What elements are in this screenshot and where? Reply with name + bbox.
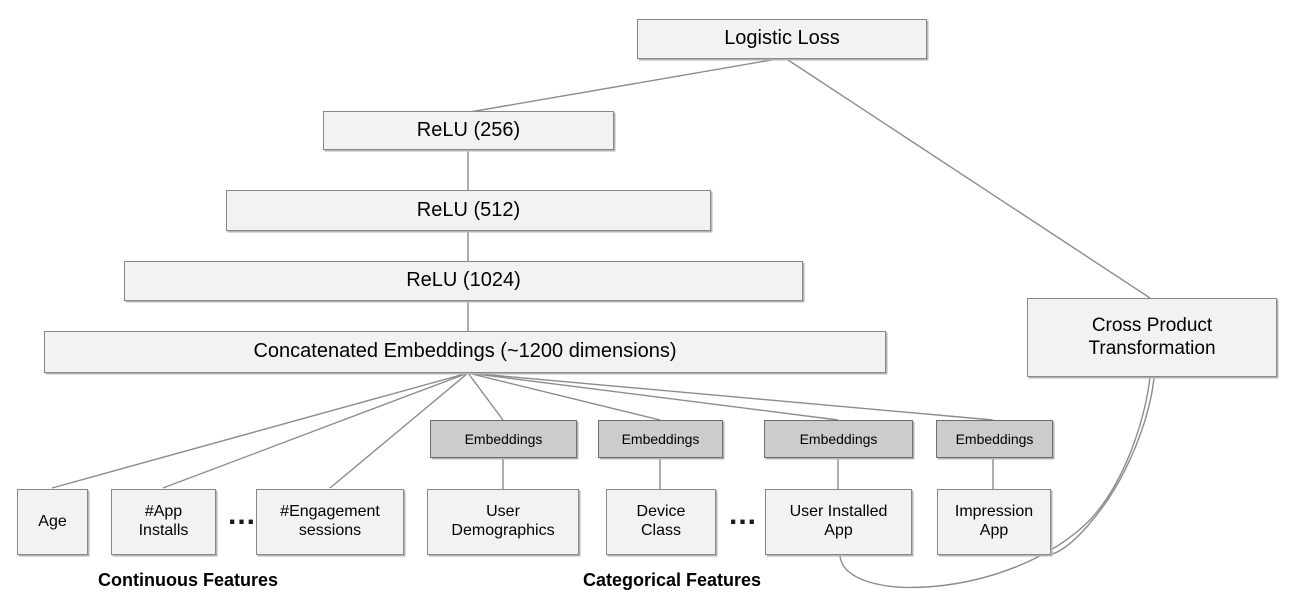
edge-concat-to-emb2: [467, 372, 661, 421]
cross-product-line-2: Transformation: [1088, 337, 1216, 359]
node-relu-1024-label: ReLU (1024): [406, 269, 521, 292]
feature-label-line-2: Class: [640, 522, 681, 539]
embedding-label: Embeddings: [621, 430, 700, 447]
edge-concat-to-appinstalls: [162, 372, 469, 489]
node-concatenated-embeddings[interactable]: Concatenated Embeddings (~1200 dimension…: [44, 331, 886, 373]
group-label-text: Continuous Features: [98, 570, 279, 590]
edge-concat-to-emb1: [467, 372, 504, 421]
group-label-categorical-features: Categorical Features: [583, 570, 761, 591]
edge-concat-to-emb3: [467, 372, 839, 421]
feature-label-line-1: #App: [144, 503, 183, 521]
feature-box-device-class[interactable]: Device Class: [606, 489, 716, 555]
edge-userinstalledapp-to-crossproduct: [839, 376, 1151, 589]
feature-box-user-demographics[interactable]: User Demographics: [427, 489, 579, 555]
feature-label-line-1: Device: [636, 503, 686, 521]
feature-box-app-installs[interactable]: #App Installs: [111, 489, 216, 555]
edge-loss-to-relu256: [469, 57, 784, 113]
edge-loss-to-crossproduct: [784, 57, 1151, 299]
embedding-box-user-installed-app[interactable]: Embeddings: [764, 420, 913, 458]
group-label-continuous-features: Continuous Features: [98, 570, 278, 591]
node-relu-1024[interactable]: ReLU (1024): [124, 261, 803, 301]
cross-product-line-1: Cross Product: [1091, 315, 1213, 337]
node-concatenated-embeddings-label: Concatenated Embeddings (~1200 dimension…: [253, 340, 677, 363]
node-cross-product-transformation[interactable]: Cross Product Transformation: [1027, 298, 1277, 377]
continuous-features-ellipsis: ...: [228, 500, 256, 530]
edge-impressionapp-to-crossproduct: [1047, 376, 1155, 556]
feature-box-impression-app[interactable]: Impression App: [937, 489, 1051, 555]
feature-label-line-2: Installs: [138, 522, 189, 539]
feature-label-line-2: App: [979, 522, 1009, 539]
feature-label-line-2: sessions: [298, 522, 362, 539]
node-relu-256-label: ReLU (256): [416, 118, 521, 141]
embedding-box-impression-app[interactable]: Embeddings: [936, 420, 1053, 458]
embedding-label: Embeddings: [955, 430, 1034, 447]
node-relu-256[interactable]: ReLU (256): [323, 111, 614, 150]
ellipsis-glyph: ...: [228, 498, 257, 531]
ellipsis-glyph: ...: [729, 498, 758, 531]
edge-concat-to-emb4: [467, 372, 994, 421]
feature-label-line-1: Impression: [954, 503, 1034, 521]
feature-box-engagement-sessions[interactable]: #Engagement sessions: [256, 489, 404, 555]
node-relu-512-label: ReLU (512): [416, 198, 521, 221]
node-logistic-loss-label: Logistic Loss: [724, 27, 840, 50]
feature-label-line-2: App: [824, 522, 853, 539]
node-relu-512[interactable]: ReLU (512): [226, 190, 711, 231]
feature-box-user-installed-app[interactable]: User Installed App: [765, 489, 912, 555]
feature-label-line-2: Demographics: [451, 522, 555, 539]
edge-concat-to-age: [51, 372, 469, 489]
embedding-label: Embeddings: [464, 430, 543, 447]
feature-label-line-1: Age: [38, 512, 67, 530]
embedding-box-user-demographics[interactable]: Embeddings: [430, 420, 577, 458]
feature-label-line-1: User: [486, 503, 520, 521]
feature-label-line-1: #Engagement: [280, 503, 380, 521]
embedding-label: Embeddings: [799, 430, 878, 447]
feature-label-line-1: User Installed: [789, 503, 888, 521]
embedding-box-device-class[interactable]: Embeddings: [598, 420, 723, 458]
feature-box-age[interactable]: Age: [17, 489, 88, 555]
node-logistic-loss[interactable]: Logistic Loss: [637, 19, 927, 59]
group-label-text: Categorical Features: [583, 570, 762, 590]
categorical-features-ellipsis: ...: [729, 500, 757, 530]
